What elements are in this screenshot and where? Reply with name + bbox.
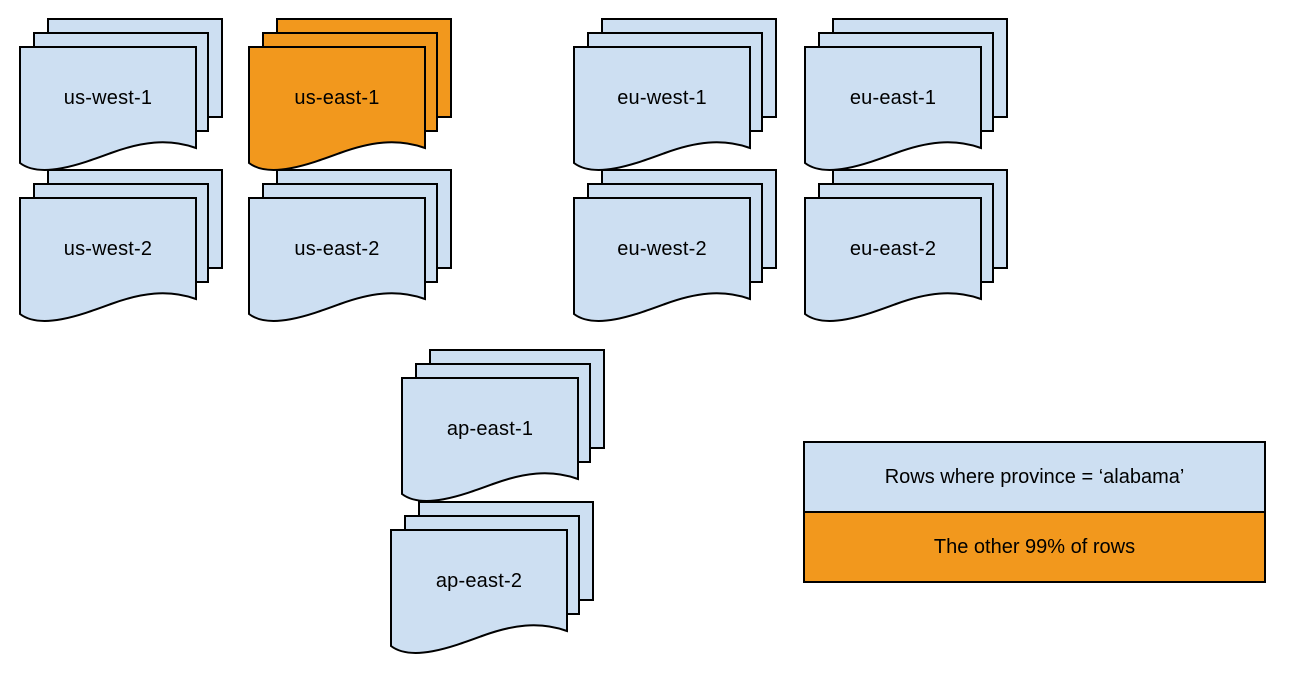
document-shape-icon (248, 197, 426, 322)
region-label: us-west-2 (63, 237, 153, 260)
legend-item-label: The other 99% of rows (933, 535, 1136, 558)
document-shape-icon (401, 377, 579, 502)
region-label: eu-west-2 (617, 237, 707, 260)
region-label: us-west-1 (63, 86, 153, 109)
document-shape-icon (19, 46, 197, 171)
document-shape-icon (804, 197, 982, 322)
document-shape-icon (573, 197, 751, 322)
document-shape-icon (390, 529, 568, 654)
region-label: eu-west-1 (617, 86, 707, 109)
region-label: ap-east-2 (435, 569, 523, 592)
region-stack-us-east-2: us-east-2 (248, 169, 454, 327)
region-label: us-east-1 (294, 86, 380, 109)
region-label: ap-east-1 (446, 417, 534, 440)
region-stack-eu-west-2: eu-west-2 (573, 169, 779, 327)
region-stack-eu-west-1: eu-west-1 (573, 18, 779, 176)
legend: Rows where province = ‘alabama’ The othe… (803, 441, 1266, 583)
legend-item-label: Rows where province = ‘alabama’ (884, 465, 1185, 488)
document-shape-icon (19, 197, 197, 322)
document-shape-icon (804, 46, 982, 171)
region-stack-ap-east-1: ap-east-1 (401, 349, 607, 507)
region-label: us-east-2 (294, 237, 380, 260)
region-stack-eu-east-1: eu-east-1 (804, 18, 1010, 176)
document-shape-icon (573, 46, 751, 171)
region-label: eu-east-2 (849, 237, 937, 260)
legend-item-alabama-rows: Rows where province = ‘alabama’ (805, 443, 1264, 511)
region-stack-us-west-2: us-west-2 (19, 169, 225, 327)
region-stack-eu-east-2: eu-east-2 (804, 169, 1010, 327)
document-shape-icon (248, 46, 426, 171)
legend-item-other-rows: The other 99% of rows (805, 511, 1264, 581)
region-stack-us-west-1: us-west-1 (19, 18, 225, 176)
region-label: eu-east-1 (849, 86, 937, 109)
region-stack-ap-east-2: ap-east-2 (390, 501, 596, 659)
region-stack-us-east-1: us-east-1 (248, 18, 454, 176)
